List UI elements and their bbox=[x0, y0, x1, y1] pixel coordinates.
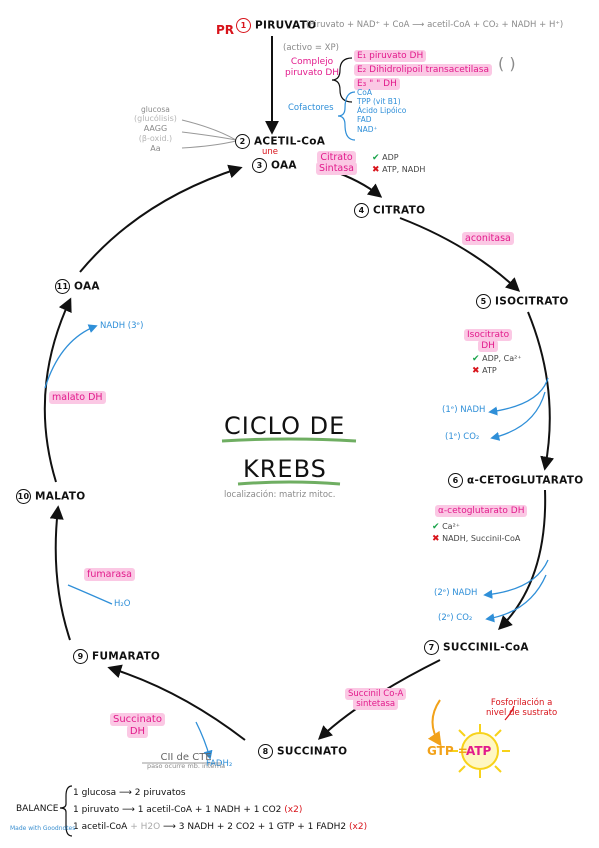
cii-note: CII de CTE paso ocurre mb. interna bbox=[147, 752, 226, 770]
arrow-fumarato-malato bbox=[49, 505, 71, 641]
title-line-1: CICLO DE bbox=[224, 412, 346, 440]
check-icon: ✔ bbox=[372, 153, 380, 163]
number-badge: 4 bbox=[354, 203, 369, 218]
atp-sun-icon bbox=[450, 724, 510, 778]
cofactor-item: TPP (vit B1) bbox=[357, 97, 401, 107]
arrow-isocitrato-ceto bbox=[527, 311, 554, 471]
cross-icon: ✖ bbox=[432, 533, 440, 544]
balance-label: BALANCE bbox=[16, 804, 59, 814]
arrow-fosforilacion bbox=[504, 705, 515, 721]
enzyme-malato-dh: malato DH bbox=[49, 391, 106, 404]
cofactor-item: NAD⁺ bbox=[357, 124, 378, 134]
arrow-h2o bbox=[67, 584, 113, 605]
cofactores-label: Cofactores bbox=[288, 103, 334, 113]
number-badge: 6 bbox=[448, 473, 463, 488]
sources-converge bbox=[181, 119, 237, 149]
enzyme-cetoglutarato-dh: α-cetoglutarato DH bbox=[435, 505, 528, 517]
balance-line-1: 1 glucosa ⟶ 2 piruvatos bbox=[73, 788, 186, 798]
nadh-3-label: NADH (3ᵉ) bbox=[100, 321, 144, 331]
number-badge: 7 bbox=[424, 640, 439, 655]
enzyme-e1: E₁ piruvato DH bbox=[354, 50, 427, 62]
arrow-nadh-3 bbox=[44, 324, 98, 389]
piruvato-reaction: (Piruvato + NAD⁺ + CoA ⟶ acetil-CoA + CO… bbox=[306, 20, 564, 30]
pr-label: PR bbox=[216, 23, 235, 37]
complejo-paren: ( ) bbox=[498, 54, 516, 73]
arrow-ceto-succinil bbox=[498, 489, 547, 630]
cross-icon: ✖ bbox=[472, 365, 480, 376]
number-badge: 11 bbox=[55, 279, 70, 294]
arrow-nadh-1 bbox=[488, 377, 549, 416]
arrow-fadh2 bbox=[195, 721, 213, 760]
cofactores-list: CoA TPP (vit B1) Ácido Lipóico FAD NAD⁺ bbox=[357, 88, 406, 134]
goodnotes-watermark: Made with Goodnotes bbox=[10, 825, 76, 832]
arrow-oaa-top bbox=[79, 164, 243, 273]
arrow-succinato-fumarato bbox=[107, 664, 246, 741]
enzyme-e2: E₂ Dihidrolipoil transacetilasa bbox=[354, 64, 492, 76]
cofactor-item: FAD bbox=[357, 115, 372, 125]
title-underline-1 bbox=[221, 437, 357, 443]
number-badge: 9 bbox=[73, 649, 88, 664]
h2o-label: H₂O bbox=[114, 599, 131, 609]
complejo-label: Complejo piruvato DH bbox=[285, 57, 340, 78]
bracket-cofactores bbox=[337, 91, 356, 141]
fosforilacion-note: Fosforilación a nivel de sustrato bbox=[486, 698, 558, 718]
number-badge: 2 bbox=[235, 134, 250, 149]
title-underline-2 bbox=[237, 480, 341, 486]
kgdh-regulation: ✔ Ca²⁺ ✖ NADH, Succinil-CoA bbox=[432, 522, 521, 544]
enzyme-fumarasa: fumarasa bbox=[84, 568, 135, 581]
balance-line-2: 1 piruvato ⟶ 1 acetil-CoA + 1 NADH + 1 C… bbox=[73, 805, 303, 815]
enzyme-succinato-dh: Succinato DH bbox=[110, 713, 165, 738]
atp-label: ATP bbox=[466, 744, 492, 758]
number-badge: 8 bbox=[258, 744, 273, 759]
check-icon: ✔ bbox=[472, 354, 480, 364]
check-icon: ✔ bbox=[432, 522, 440, 532]
balance-brace bbox=[59, 785, 73, 837]
acetil-sources: glucosa (glucólisis) AAGG (β-oxid.) Aa bbox=[134, 105, 177, 154]
arrow-nadh-2 bbox=[483, 559, 549, 599]
number-badge: 10 bbox=[16, 489, 31, 504]
gtp-label: GTP = bbox=[427, 744, 468, 758]
fadh2-label: FADH₂ bbox=[206, 759, 233, 769]
title-line-2: KREBS bbox=[243, 455, 327, 483]
bracket-complejo bbox=[331, 57, 353, 103]
cofactor-item: CoA bbox=[357, 88, 372, 97]
arrow-malato-oaa bbox=[43, 297, 72, 483]
arrow-citrato-isocitrato bbox=[399, 217, 521, 292]
iso-product-co2: (1ᵉ) CO₂ bbox=[445, 432, 480, 442]
number-badge: 5 bbox=[476, 294, 491, 309]
cofactor-item: Ácido Lipóico bbox=[357, 106, 407, 116]
keto-product-co2: (2ᵉ) CO₂ bbox=[438, 613, 473, 623]
number-badge: 3 bbox=[252, 158, 267, 173]
idh-regulation: ✔ ADP, Ca²⁺ ✖ ATP bbox=[472, 354, 522, 376]
activo-note: (activo = XP) bbox=[283, 43, 339, 53]
une-label: une bbox=[262, 147, 279, 157]
enzyme-aconitasa: aconitasa bbox=[462, 232, 514, 245]
localizacion: localización: matriz mitoc. bbox=[224, 490, 336, 500]
keto-product-nadh: (2ᵉ) NADH bbox=[434, 588, 478, 598]
cs-regulation: ✔ ADP ✖ ATP, NADH bbox=[372, 153, 426, 176]
enzyme-citrato-sintasa: Citrato Sintasa bbox=[316, 151, 358, 176]
arrow-co2-1 bbox=[490, 391, 546, 441]
enzyme-e3: E₃ " " DH bbox=[354, 78, 400, 90]
arrow-gtp bbox=[427, 699, 442, 747]
iso-product-nadh: (1ᵉ) NADH bbox=[442, 405, 486, 415]
number-badge: 1 bbox=[236, 18, 251, 33]
cross-icon: ✖ bbox=[372, 165, 380, 176]
arrow-co2-2 bbox=[485, 574, 547, 623]
enzyme-isocitrato-dh: Isocitrato DH bbox=[464, 329, 513, 352]
enzyme-succinil-sintetasa: Succinil Co-A sintetasa bbox=[345, 688, 407, 711]
balance-line-3: 1 acetil-CoA + H2O ⟶ 3 NADH + 2 CO2 + 1 … bbox=[73, 822, 368, 832]
